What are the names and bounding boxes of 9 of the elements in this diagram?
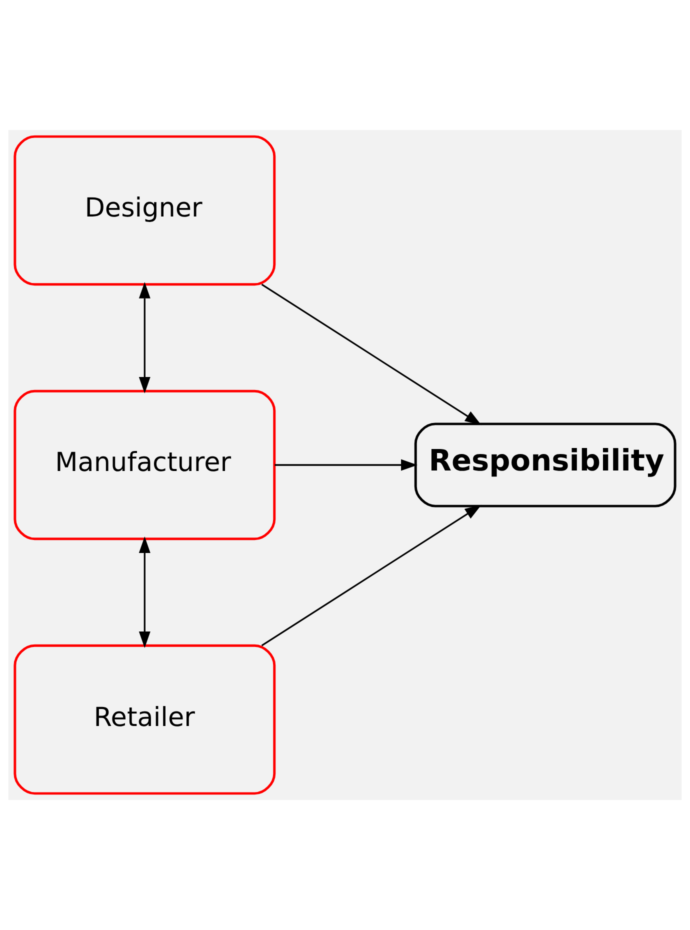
arrow: [261, 504, 482, 646]
arrow: [138, 536, 150, 648]
arrow: [138, 282, 150, 394]
arrow: [261, 284, 482, 426]
node-box: Designer: [14, 135, 276, 286]
arrow: [274, 459, 418, 471]
node-box: Responsibility: [414, 422, 676, 508]
node-box: Retailer: [14, 644, 276, 795]
node-box: Manufacturer: [14, 390, 276, 540]
